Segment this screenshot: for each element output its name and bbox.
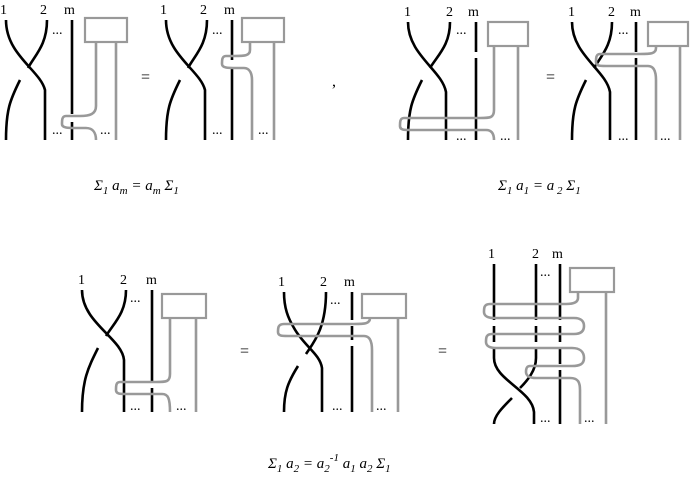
- equals-sign-4: =: [438, 343, 447, 360]
- strand-2-upper: [104, 289, 128, 337]
- strand-2-label: 2: [446, 5, 453, 20]
- strand-m-label: m: [630, 5, 641, 20]
- strand-1: [282, 291, 324, 412]
- dots-top: ...: [618, 23, 629, 38]
- dots-top: ...: [212, 23, 223, 38]
- strand-1: [4, 19, 47, 140]
- strand-1: [80, 289, 126, 412]
- strand-1-label: 1: [78, 273, 85, 288]
- strand-2-lower: [406, 79, 424, 141]
- diagram-c3: 1 2 m ... ... ...: [482, 247, 616, 426]
- strand-2-lower: [282, 365, 300, 413]
- strand-1-label: 1: [160, 3, 167, 18]
- dots-bottom-left: ...: [456, 129, 467, 144]
- strand-1-label: 1: [0, 3, 7, 18]
- caption-sigma1-a2: Σ1 a2 = a2-1 a1 a2 Σ1: [267, 452, 391, 475]
- strand-1-lower: [492, 357, 536, 424]
- box: [360, 292, 408, 320]
- strand-m-label: m: [468, 5, 479, 20]
- strand-2-label: 2: [608, 5, 615, 20]
- box: [646, 20, 690, 48]
- strand-2-crossing-upper: [519, 357, 538, 389]
- dots-bottom-right: ...: [100, 123, 111, 138]
- diagram-a1: 1 2 m ... ... ...: [0, 3, 129, 141]
- strand-2-label: 2: [40, 3, 47, 18]
- strand-2-lower: [570, 79, 588, 141]
- dots-top: ...: [130, 291, 141, 306]
- strand-m-label: m: [552, 247, 563, 262]
- strand-2-label: 2: [120, 273, 127, 288]
- strand-m-label: m: [146, 273, 157, 288]
- strand-2-crossing-lower: [492, 397, 513, 425]
- strand-2-lower: [80, 347, 100, 413]
- dots-top: ...: [456, 23, 467, 38]
- dots-bottom-right: ...: [176, 399, 187, 414]
- box: [486, 20, 530, 48]
- gray-strand-a: [398, 46, 496, 141]
- dots-bottom-right: ...: [660, 129, 671, 144]
- strand-1-label: 1: [404, 5, 411, 20]
- strand-1: [406, 21, 448, 140]
- dots-bottom-left: ...: [332, 399, 343, 414]
- dots-bottom-left: ...: [130, 399, 141, 414]
- gray-strand-a: [114, 318, 172, 413]
- dots-bottom-right: ...: [258, 123, 269, 138]
- box: [160, 292, 208, 320]
- dots-bottom-left: ...: [52, 123, 63, 138]
- strand-1: [570, 21, 612, 140]
- strand-2-lower: [4, 79, 22, 141]
- dots-bottom-right: ...: [500, 129, 511, 144]
- caption-sigma1-am: Σ1 am = am Σ1: [93, 178, 179, 197]
- dots-bottom-right: ...: [376, 399, 387, 414]
- dots-top: ...: [52, 23, 63, 38]
- strand-m-label: m: [224, 3, 235, 18]
- strand-m-label: m: [64, 3, 75, 18]
- strand-1: [164, 19, 207, 140]
- strand-2-label: 2: [320, 275, 327, 290]
- strand-2-upper: [26, 19, 49, 69]
- strand-2-upper: [304, 291, 328, 355]
- box: [568, 266, 616, 294]
- dots-bottom-right: ...: [584, 411, 595, 426]
- diagram-c2: 1 2 m ... ... ...: [276, 275, 408, 414]
- diagram-b2: 1 2 m ... ... ...: [568, 5, 690, 144]
- strand-1-label: 1: [488, 247, 495, 262]
- dots-bottom-left: ...: [618, 129, 629, 144]
- caption-sigma1-a1: Σ1 a1 = a 2 Σ1: [497, 178, 581, 197]
- gray-loop-1: [482, 292, 586, 424]
- box: [83, 16, 129, 44]
- strand-2-upper: [428, 21, 452, 69]
- strand-2-label: 2: [200, 3, 207, 18]
- equals-sign-3: =: [240, 343, 249, 360]
- dots-bottom-left: ...: [212, 123, 223, 138]
- dots-bottom-left: ...: [540, 411, 551, 426]
- equals-sign-2: =: [546, 69, 555, 86]
- box: [240, 16, 286, 44]
- diagram-b1: 1 2 m ... ... ...: [398, 5, 530, 144]
- diagram-a2: 1 2 m ... ... ...: [160, 3, 286, 141]
- gray-strand-a: [594, 46, 658, 140]
- gray-strand-a: [220, 42, 254, 140]
- strand-2-lower: [164, 79, 182, 141]
- dots-top: ...: [330, 293, 341, 308]
- diagram-c1: 1 2 m ... ... ...: [78, 273, 208, 414]
- gray-strand-a: [60, 42, 98, 141]
- strand-1-label: 1: [568, 5, 575, 20]
- strand-2-label: 2: [532, 247, 539, 262]
- dots-top: ...: [540, 265, 551, 280]
- comma-separator: ,: [332, 73, 336, 90]
- strand-1-label: 1: [278, 275, 285, 290]
- strand-2-upper: [186, 19, 209, 69]
- strand-m-label: m: [344, 275, 355, 290]
- gray-strand-a: [276, 317, 374, 412]
- equals-sign-1: =: [141, 69, 150, 86]
